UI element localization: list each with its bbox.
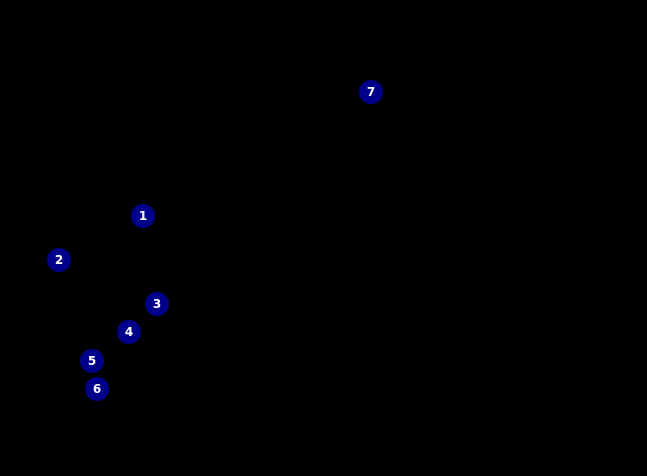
annotation-marker-7[interactable]: 7: [359, 80, 383, 104]
annotation-marker-2[interactable]: 2: [47, 248, 71, 272]
annotation-marker-4[interactable]: 4: [117, 320, 141, 344]
annotation-marker-5[interactable]: 5: [80, 349, 104, 373]
annotation-marker-3[interactable]: 3: [145, 292, 169, 316]
annotation-marker-6[interactable]: 6: [85, 377, 109, 401]
annotation-marker-1[interactable]: 1: [131, 204, 155, 228]
